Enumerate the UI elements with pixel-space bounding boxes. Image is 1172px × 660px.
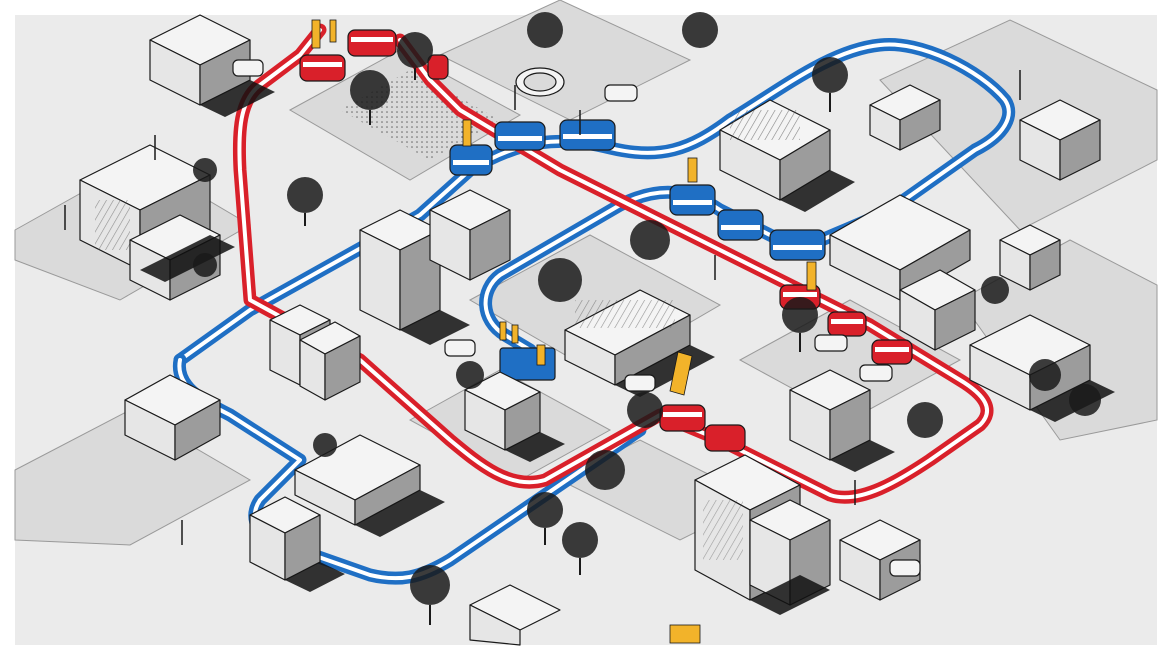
tree-icon bbox=[812, 57, 848, 112]
building-icon bbox=[1019, 99, 1101, 181]
building-icon bbox=[899, 269, 976, 351]
tree-icon bbox=[1069, 384, 1101, 416]
building-icon bbox=[464, 371, 541, 451]
tree-icon bbox=[627, 392, 663, 428]
tree-icon bbox=[313, 433, 337, 457]
building-icon bbox=[719, 99, 831, 201]
plaza-fountain-icon bbox=[515, 67, 565, 97]
building-icon bbox=[124, 374, 221, 461]
building-icon bbox=[299, 321, 361, 401]
tree-icon bbox=[287, 177, 323, 226]
blue-tram-east bbox=[669, 184, 826, 261]
tree-icon bbox=[193, 253, 217, 277]
tree-icon bbox=[410, 565, 450, 625]
blue-trams bbox=[449, 119, 826, 381]
buildings bbox=[79, 14, 1101, 646]
building-icon bbox=[359, 209, 441, 331]
car-icon bbox=[624, 374, 656, 392]
block-southwest bbox=[14, 409, 252, 546]
building-icon bbox=[429, 189, 511, 281]
building-icon bbox=[564, 289, 691, 386]
tree-icon bbox=[562, 522, 598, 575]
tree-icon bbox=[350, 70, 390, 125]
building-icon bbox=[749, 499, 831, 606]
tree-icon bbox=[527, 492, 563, 545]
car-icon bbox=[444, 339, 476, 357]
car-icon bbox=[232, 59, 264, 77]
red-tram-route-icon bbox=[232, 23, 994, 504]
tree-icon bbox=[456, 361, 484, 389]
car-icon bbox=[859, 364, 893, 382]
red-tram-south bbox=[659, 404, 746, 452]
tree-icon bbox=[630, 220, 670, 260]
building-icon bbox=[789, 369, 871, 461]
red-tram-north bbox=[299, 29, 449, 82]
cars bbox=[232, 59, 921, 577]
tree-icon bbox=[585, 450, 625, 490]
tree-icon bbox=[682, 12, 718, 48]
block-northeast bbox=[879, 19, 1158, 231]
tree-icon bbox=[981, 276, 1009, 304]
building-icon bbox=[249, 496, 321, 581]
tree-icon bbox=[538, 258, 582, 302]
street-lamps bbox=[64, 70, 1021, 545]
blue-tram-north bbox=[449, 119, 616, 176]
building-icon bbox=[294, 434, 421, 526]
car-icon bbox=[604, 84, 638, 102]
building-icon bbox=[469, 584, 561, 646]
tree-icon bbox=[907, 402, 943, 438]
building-icon bbox=[999, 224, 1061, 291]
tree-icon bbox=[1029, 359, 1061, 391]
tree-icon bbox=[527, 12, 563, 48]
car-icon bbox=[889, 559, 921, 577]
tree-icon bbox=[193, 158, 217, 182]
tree-icon bbox=[782, 297, 818, 352]
car-icon bbox=[814, 334, 848, 352]
building-icon bbox=[149, 14, 251, 106]
tram-stop-marker-icon bbox=[311, 19, 817, 644]
blue-tram-center bbox=[499, 347, 556, 381]
tree-icon bbox=[397, 32, 433, 80]
building-icon bbox=[869, 84, 941, 151]
trees bbox=[193, 12, 1101, 625]
